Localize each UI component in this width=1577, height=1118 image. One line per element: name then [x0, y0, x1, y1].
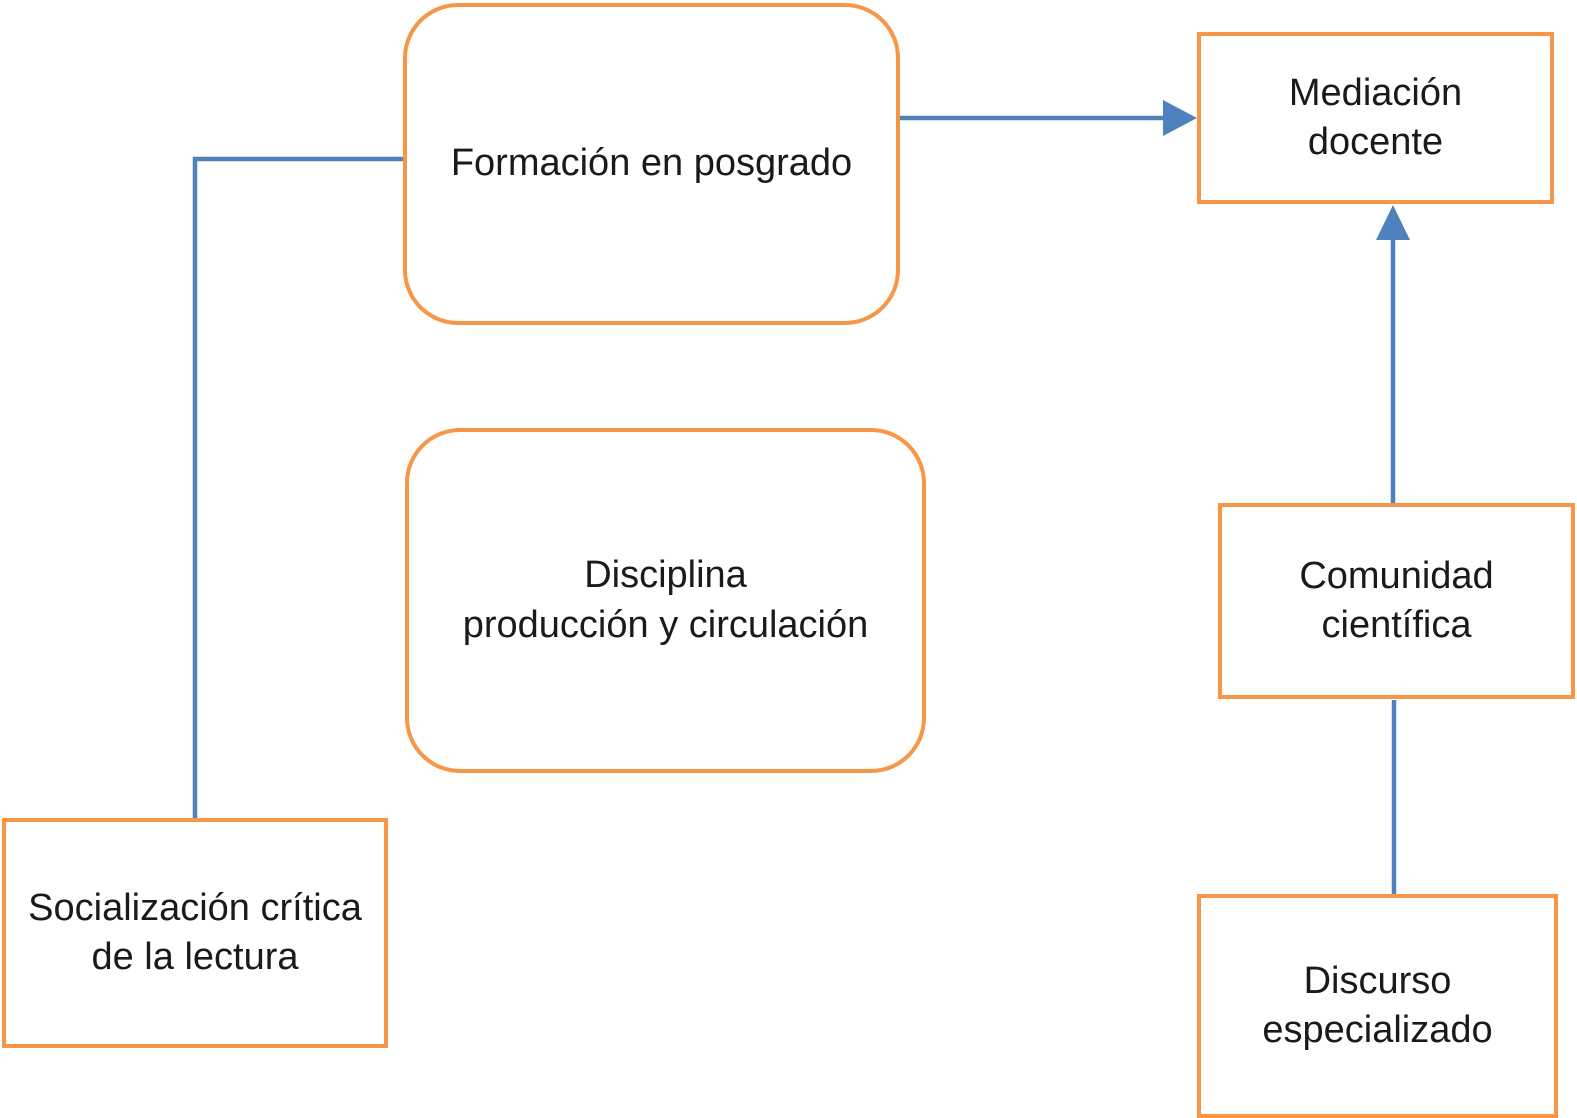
node-label: Socialización crítica de la lectura: [28, 886, 362, 978]
node-label: Discurso especializado: [1262, 959, 1493, 1051]
node-comunidad-cientifica: Comunidad científica: [1218, 503, 1575, 699]
node-label: Formación en posgrado: [450, 142, 853, 185]
node-discurso-especializado: Discurso especializado: [1197, 894, 1558, 1118]
node-label: Mediación docente: [1288, 71, 1463, 163]
node-disciplina-produccion-circulacion: Disciplina producción y circulación: [405, 428, 926, 773]
node-label: Disciplina producción y circulación: [462, 554, 869, 646]
node-label: Comunidad científica: [1299, 554, 1494, 646]
connector-socializacion-to-formacion: [192, 156, 403, 818]
arrowhead-right-icon: [1163, 100, 1197, 136]
node-socializacion-critica-lectura: Socialización crítica de la lectura: [2, 818, 388, 1048]
node-mediacion-docente: Mediación docente: [1197, 32, 1554, 204]
arrowhead-up-icon: [1376, 205, 1410, 240]
node-formacion-en-posgrado: Formación en posgrado: [403, 3, 900, 325]
